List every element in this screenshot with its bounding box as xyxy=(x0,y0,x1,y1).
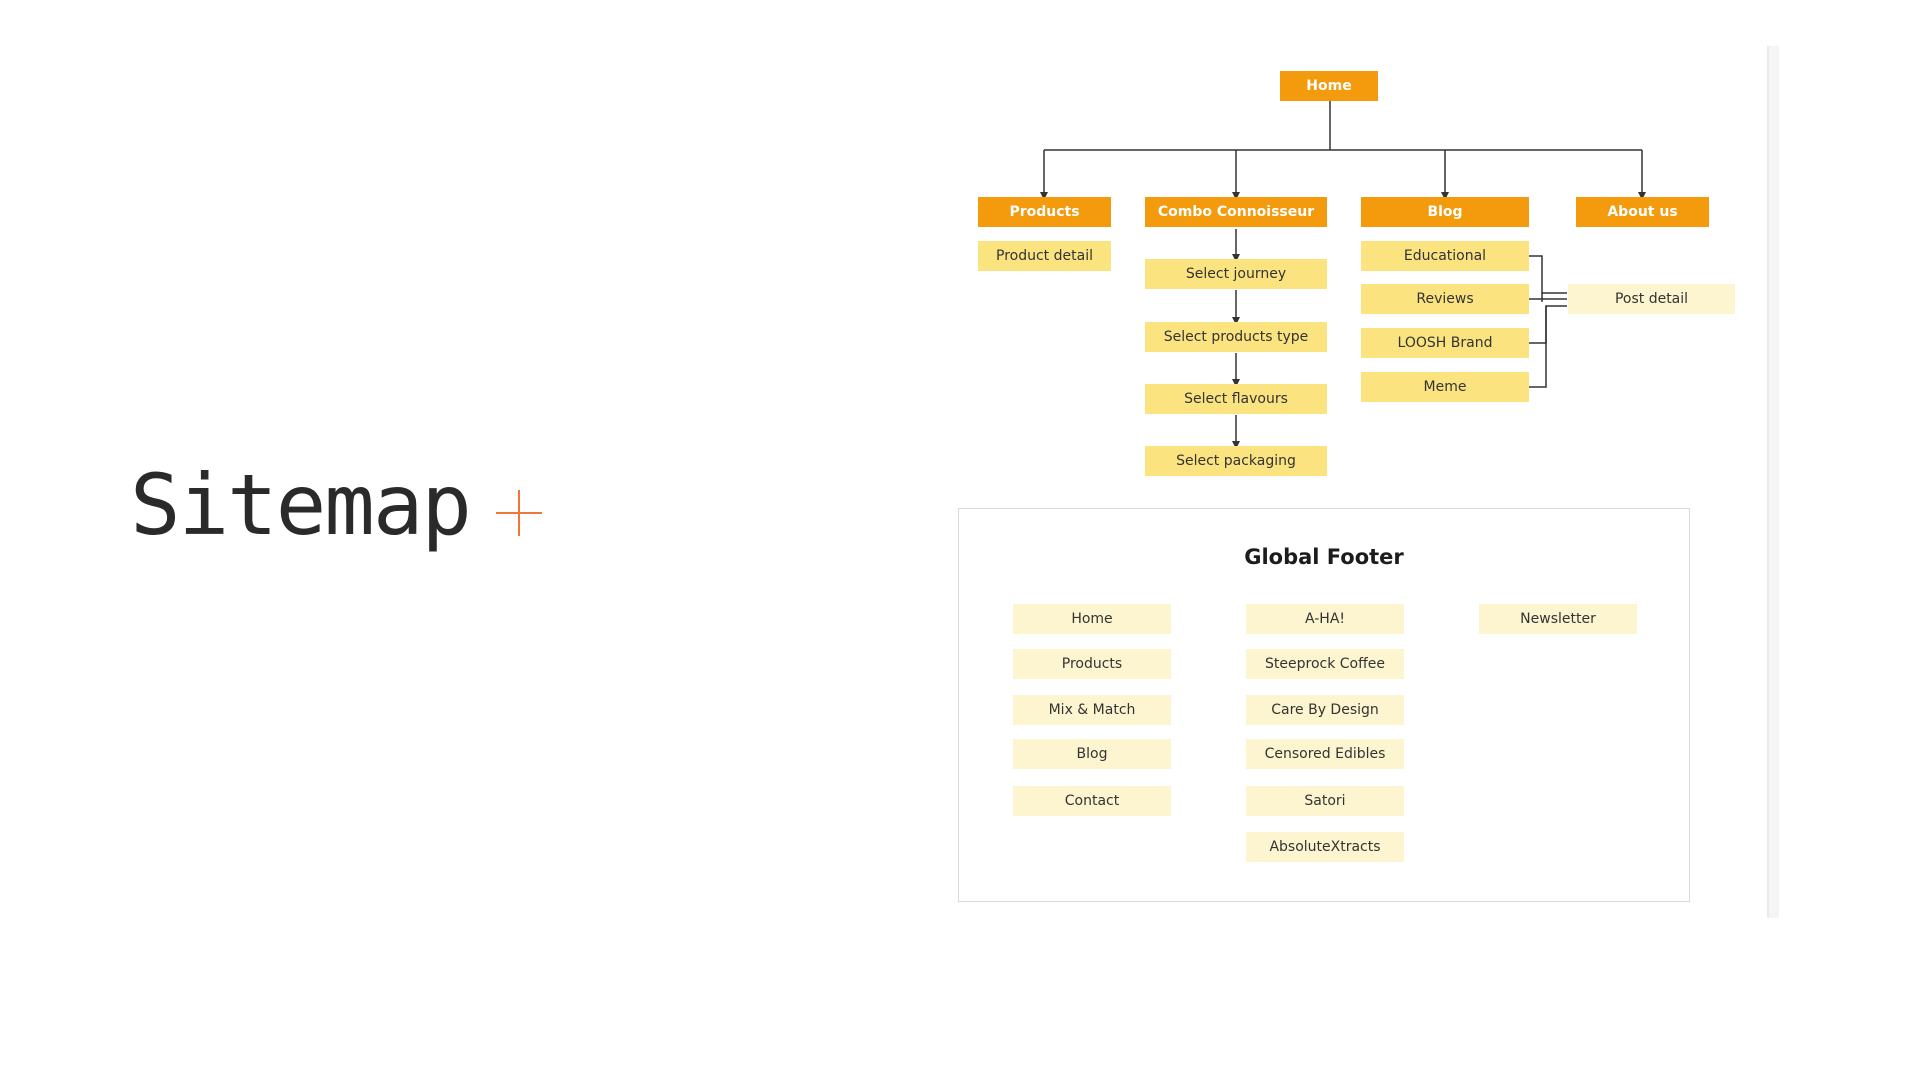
footer-link-home: Home xyxy=(1013,604,1171,634)
node-product-detail: Product detail xyxy=(978,241,1111,271)
global-footer-title: Global Footer xyxy=(1244,545,1404,569)
footer-link-satori: Satori xyxy=(1246,786,1404,816)
node-educational: Educational xyxy=(1361,241,1529,271)
footer-link-absolutextracts: AbsoluteXtracts xyxy=(1246,832,1404,862)
connector-educational-post xyxy=(1529,255,1567,294)
node-about-us: About us xyxy=(1576,197,1709,227)
footer-link-newsletter: Newsletter xyxy=(1479,604,1637,634)
node-select-flavours: Select flavours xyxy=(1145,384,1327,414)
connector-meme-post xyxy=(1529,306,1547,388)
footer-link-a-ha: A-HA! xyxy=(1246,604,1404,634)
node-combo-connoisseur: Combo Connoisseur xyxy=(1145,197,1327,227)
node-loosh-brand: LOOSH Brand xyxy=(1361,328,1529,358)
node-select-products-type: Select products type xyxy=(1145,322,1327,352)
scrollbar[interactable] xyxy=(1767,46,1779,918)
global-footer-panel: Global Footer Home Products Mix & Match … xyxy=(958,508,1690,902)
node-blog: Blog xyxy=(1361,197,1529,227)
footer-link-blog: Blog xyxy=(1013,739,1171,769)
footer-link-steeprock-coffee: Steeprock Coffee xyxy=(1246,649,1404,679)
node-reviews: Reviews xyxy=(1361,284,1529,314)
footer-link-censored-edibles: Censored Edibles xyxy=(1246,739,1404,769)
footer-link-products: Products xyxy=(1013,649,1171,679)
connector-loosh-post xyxy=(1529,305,1567,344)
node-post-detail: Post detail xyxy=(1568,284,1735,314)
footer-link-care-by-design: Care By Design xyxy=(1246,695,1404,725)
node-select-packaging: Select packaging xyxy=(1145,446,1327,476)
plus-icon xyxy=(496,490,542,536)
node-products: Products xyxy=(978,197,1111,227)
page-title: Sitemap xyxy=(130,456,472,554)
node-select-journey: Select journey xyxy=(1145,259,1327,289)
footer-link-mix-match: Mix & Match xyxy=(1013,695,1171,725)
node-home: Home xyxy=(1280,71,1378,101)
node-meme: Meme xyxy=(1361,372,1529,402)
footer-link-contact: Contact xyxy=(1013,786,1171,816)
